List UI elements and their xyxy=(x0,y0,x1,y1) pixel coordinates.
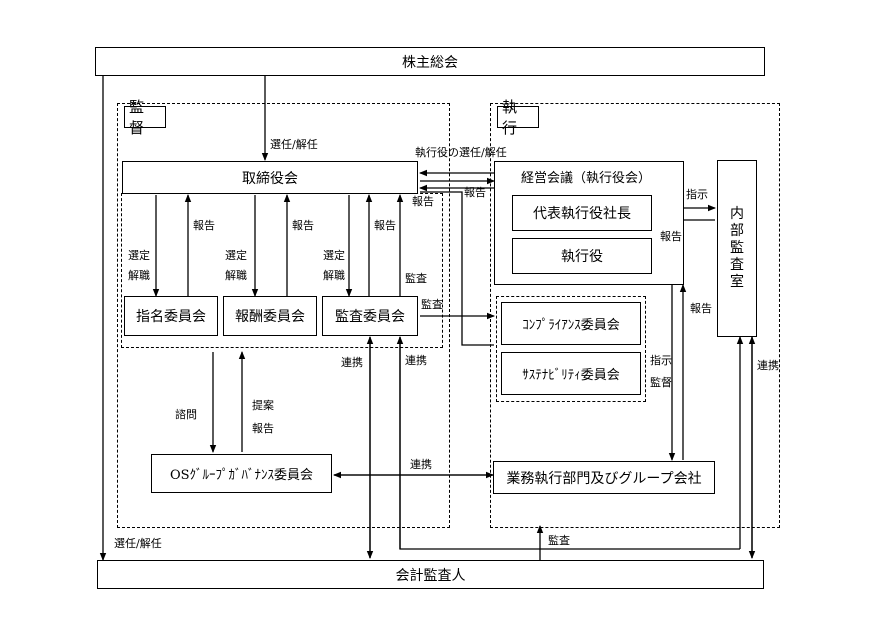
label-audit-committees: 監査 xyxy=(421,298,443,311)
label-report-internal-audit: 報告 xyxy=(690,302,712,315)
supervision-region xyxy=(117,103,450,528)
business-units-box: 業務執行部門及びグループ会社 xyxy=(493,461,715,494)
label-cooperate-internal: 連携 xyxy=(757,359,779,372)
label-select-compensation: 選定 xyxy=(225,249,247,262)
supervision-title: 監督 xyxy=(124,98,166,137)
execution-region xyxy=(490,103,780,528)
label-report-audit: 報告 xyxy=(374,219,396,232)
label-appoint-dismiss-board: 選任/解任 xyxy=(270,138,318,151)
label-dismiss-nomination: 解職 xyxy=(128,269,150,282)
label-appoint-dismiss-auditor: 選任/解任 xyxy=(114,537,162,550)
label-propose: 提案 xyxy=(252,399,274,412)
label-audit-units: 監査 xyxy=(548,534,570,547)
label-dismiss-audit: 解職 xyxy=(323,269,345,282)
accounting-auditor-box: 会計監査人 xyxy=(97,560,764,589)
executive-officers-box: 執行役 xyxy=(512,238,652,274)
label-instruct-units: 指示 xyxy=(650,354,672,367)
label-report-nomination: 報告 xyxy=(193,219,215,232)
label-exec-appoint-dismiss: 執行役の選任/解任 xyxy=(415,146,507,159)
label-cooperate-audit-left: 連携 xyxy=(341,356,363,369)
internal-audit-box: 内部監査室 xyxy=(717,160,757,337)
compliance-committee-box: ｺﾝﾌﾟﾗｲｱﾝｽ委員会 xyxy=(501,302,641,345)
execution-title: 執行 xyxy=(497,98,539,137)
board-of-directors-box: 取締役会 xyxy=(122,161,418,194)
audit-committee-box: 監査委員会 xyxy=(322,296,418,336)
shareholders-meeting-label: 株主総会 xyxy=(402,54,458,71)
sustainability-committee-box: ｻｽﾃﾅﾋﾞﾘﾃｨ委員会 xyxy=(501,352,641,395)
shareholders-meeting-box: 株主総会 xyxy=(95,47,765,76)
nomination-committee-box: 指名委員会 xyxy=(124,296,218,336)
label-audit-management: 報告 xyxy=(412,195,434,208)
label-cooperate-governance: 連携 xyxy=(410,458,432,471)
label-report-compensation: 報告 xyxy=(292,219,314,232)
ceo-box: 代表執行役社長 xyxy=(512,195,652,231)
compensation-committee-box: 報酬委員会 xyxy=(223,296,317,336)
label-report-ceo: 報告 xyxy=(660,230,682,243)
label-instruct-ceo: 指示 xyxy=(686,188,708,201)
label-audit-board: 監査 xyxy=(405,272,427,285)
label-select-audit: 選定 xyxy=(323,249,345,262)
governance-committee-box: OSｸﾞﾙｰﾌﾟｶﾞﾊﾞﾅﾝｽ委員会 xyxy=(151,454,332,493)
label-dismiss-compensation: 解職 xyxy=(225,269,247,282)
label-supervise-units: 監督 xyxy=(650,376,672,389)
label-cooperate-audit-right: 連携 xyxy=(405,354,427,367)
label-select-nomination: 選定 xyxy=(128,249,150,262)
label-report-governance: 報告 xyxy=(252,422,274,435)
label-report-to-board: 報告 xyxy=(464,186,486,199)
execution-committees-group xyxy=(496,296,646,402)
label-consult: 諮問 xyxy=(175,408,197,421)
